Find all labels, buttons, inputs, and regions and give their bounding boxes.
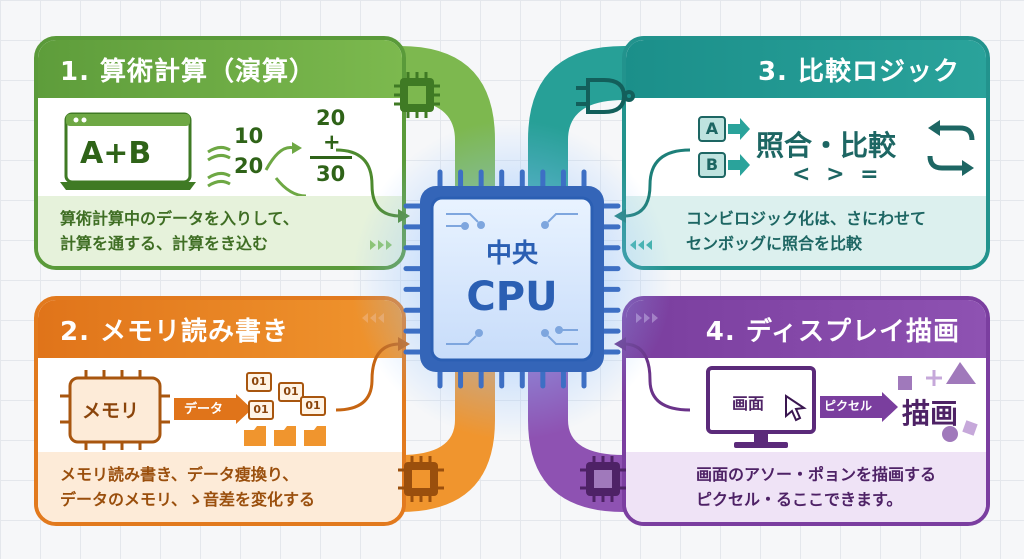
- cpu-label-top: 中央: [486, 239, 539, 269]
- folder-icons: [244, 426, 326, 446]
- panel-display-description: 画面のアソー・ポョンを描画する ピクセル・るここできます。: [626, 452, 986, 522]
- data-arrow-label: データ: [184, 402, 224, 417]
- description-line: 画面のアソー・ポョンを描画する: [696, 465, 937, 484]
- bit-cell: 01: [246, 372, 272, 392]
- panel-compare: 3. 比較ロジック A B 照合・比較 < > = コンビロジック化は、さにわせ…: [622, 36, 990, 270]
- description-line: コンビロジック化は、さにわせて: [686, 209, 927, 228]
- chip-icon: [394, 72, 440, 118]
- panel-arithmetic-description: 算術計算中のデータを入りして、 計算を通する、計算をき込む: [38, 196, 402, 266]
- render-output-label: 描画: [902, 397, 959, 430]
- bit-cell: 01: [300, 396, 326, 416]
- cpu-label-main: CPU: [466, 274, 557, 320]
- calc-top: 20: [316, 106, 346, 130]
- memory-chip-label: メモリ: [82, 400, 140, 422]
- calc-bottom: 30: [316, 162, 346, 186]
- data-arrow: [174, 394, 252, 424]
- cpu-pins: [403, 169, 621, 389]
- calc-divider: [310, 156, 352, 159]
- swap-arrows-icon: [927, 120, 975, 176]
- description-line: データのメモリ、ゝ音差を変化する: [60, 490, 316, 509]
- panel-compare-description: コンビロジック化は、さにわせて センボッグに照合を比較: [626, 196, 986, 266]
- panel-arithmetic-title: 1. 算術計算（演算）: [38, 40, 402, 98]
- number-a: 10: [234, 124, 264, 148]
- pixel-arrow-label: ピクセル: [824, 399, 873, 413]
- cpu-die: [430, 196, 594, 362]
- panel-arithmetic: 1. 算術計算（演算） A+B 10 20 20 + 30 算術計算中のデータを…: [34, 36, 406, 270]
- monitor-icon: [706, 366, 816, 448]
- screen-label: 画面: [732, 394, 765, 413]
- shapes-icon: [898, 362, 978, 442]
- laptop-icon: [60, 112, 196, 190]
- panel-memory-title: 2. メモリ読み書き: [38, 300, 402, 358]
- screen-text: A+B: [80, 136, 152, 171]
- circuit-traces: [446, 213, 578, 345]
- panel-compare-title: 3. 比較ロジック: [626, 40, 986, 98]
- bit-cell: 01: [248, 400, 274, 420]
- compare-main-text: 照合・比較: [756, 129, 897, 162]
- pixel-arrow: [820, 392, 898, 422]
- bit-cell: 01: [278, 382, 304, 402]
- description-line: ピクセル・るここできます。: [696, 490, 903, 509]
- box-a: A: [698, 116, 726, 142]
- chip-icon: [580, 456, 626, 502]
- calc-operator: +: [323, 130, 341, 154]
- panel-memory-description: メモリ読み書き、データ瘦換り、 データのメモリ、ゝ音差を変化する: [38, 452, 402, 522]
- chip-icon: [398, 456, 444, 502]
- description-line: センボッグに照合を比較: [686, 234, 863, 253]
- box-b: B: [698, 152, 726, 178]
- memory-chip-icon: [60, 370, 170, 450]
- description-line: メモリ読み書き、データ瘦換り、: [60, 465, 299, 484]
- input-arrows: [728, 118, 750, 176]
- logic-gate-icon: [576, 78, 635, 114]
- number-b: 20: [234, 154, 264, 178]
- description-line: 算術計算中のデータを入りして、: [60, 209, 299, 228]
- description-line: 計算を通する、計算をき込む: [60, 234, 269, 253]
- calc-arrows: [207, 142, 307, 198]
- compare-operators: < > =: [792, 162, 883, 187]
- panel-display-title: 4. ディスプレイ描画: [626, 300, 986, 358]
